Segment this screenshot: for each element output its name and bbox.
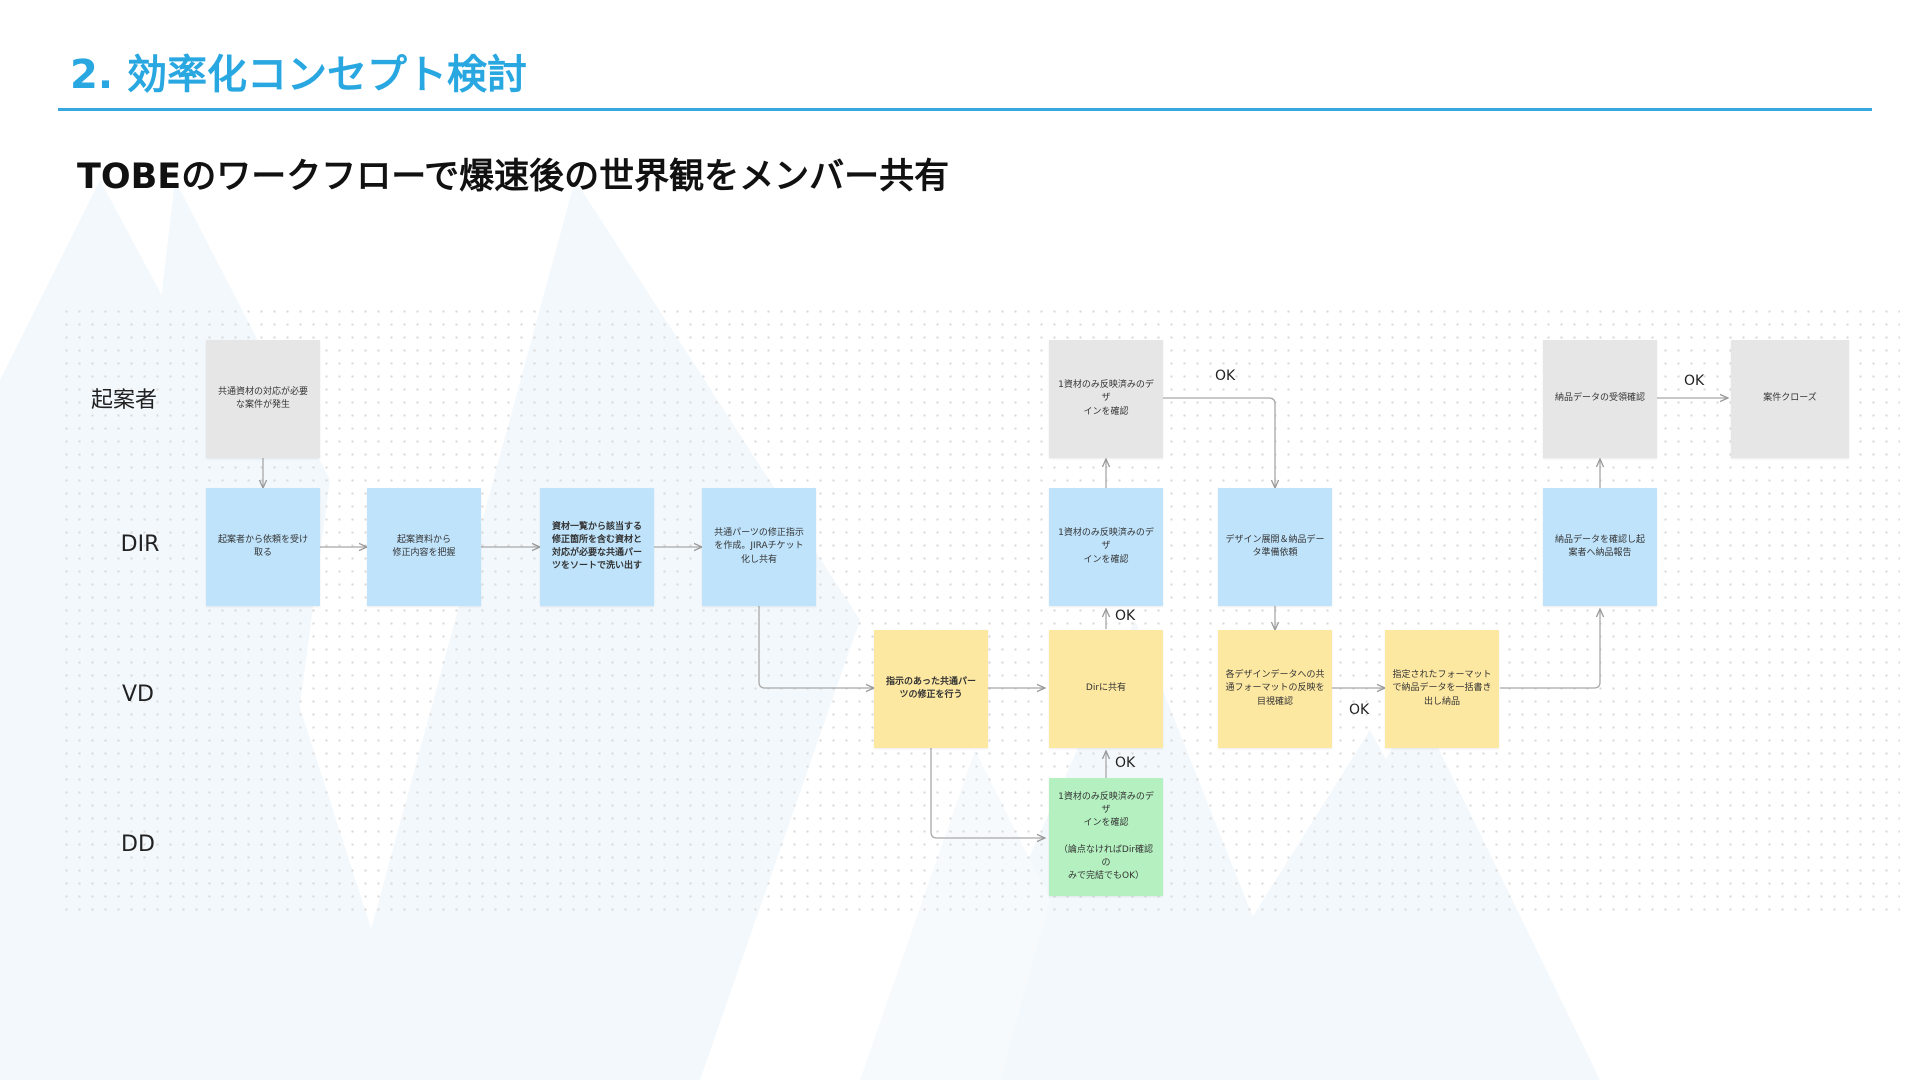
page-title: 2. 効率化コンセプト検討 — [70, 52, 527, 98]
title-underline — [58, 108, 1872, 111]
edge-n13-n14 — [1500, 609, 1600, 689]
edge-label-ok-close: OK — [1684, 373, 1705, 389]
node-case-close[interactable]: 案件クローズ — [1731, 340, 1849, 458]
edge-n6-n8 — [930, 747, 1045, 838]
lane-label-dd: DD — [121, 832, 155, 857]
node-bulk-export[interactable]: 指定されたフォーマット で納品データを一括書き 出し納品 — [1385, 630, 1499, 748]
node-receive-request[interactable]: 起案者から依頼を受け 取る — [206, 488, 320, 606]
node-create-jira[interactable]: 共通パーツの修正指示 を作成。JIRAチケット 化し共有 — [702, 488, 816, 606]
lane-label-kiansha: 起案者 — [90, 388, 157, 413]
node-delivery-report[interactable]: 納品データを確認し起 案者へ納品報告 — [1543, 488, 1657, 606]
node-dir-design-check[interactable]: 1資材のみ反映済みのデザ インを確認 — [1049, 488, 1163, 606]
node-visual-check[interactable]: 各デザインデータへの共 通フォーマットの反映を 目視確認 — [1218, 630, 1332, 748]
node-sort-materials[interactable]: 資材一覧から該当する 修正箇所を含む資材と 対応が必要な共通パー ツをソートで洗… — [540, 488, 654, 606]
node-share-to-dir[interactable]: Dirに共有 — [1049, 630, 1163, 748]
node-kian-design-check[interactable]: 1資材のみ反映済みのデザ インを確認 — [1049, 340, 1163, 458]
lane-label-vd: VD — [122, 682, 154, 707]
node-fix-common-parts[interactable]: 指示のあった共通パー ツの修正を行う — [874, 630, 988, 748]
edge-label-ok-kian: OK — [1215, 368, 1236, 384]
node-delivery-receipt[interactable]: 納品データの受領確認 — [1543, 340, 1657, 458]
edge-label-ok-check: OK — [1349, 702, 1370, 718]
edge-n10-n11 — [1163, 397, 1275, 488]
lane-label-dir: DIR — [120, 532, 160, 557]
edge-label-ok-vd: OK — [1115, 608, 1136, 624]
page-subtitle: TOBEのワークフローで爆速後の世界観をメンバー共有 — [77, 157, 950, 197]
edge-label-ok-dd: OK — [1115, 755, 1136, 771]
node-grasp-changes[interactable]: 起案資料から 修正内容を把握 — [367, 488, 481, 606]
node-design-rollout-request[interactable]: デザイン展開＆納品デー タ準備依頼 — [1218, 488, 1332, 606]
node-case-occurs[interactable]: 共通資材の対応が必要 な案件が発生 — [206, 340, 320, 458]
node-dd-design-check[interactable]: 1資材のみ反映済みのデザ インを確認 （論点なければDir確認の みで完結でもO… — [1049, 778, 1163, 896]
edge-n5-n6 — [758, 606, 874, 688]
